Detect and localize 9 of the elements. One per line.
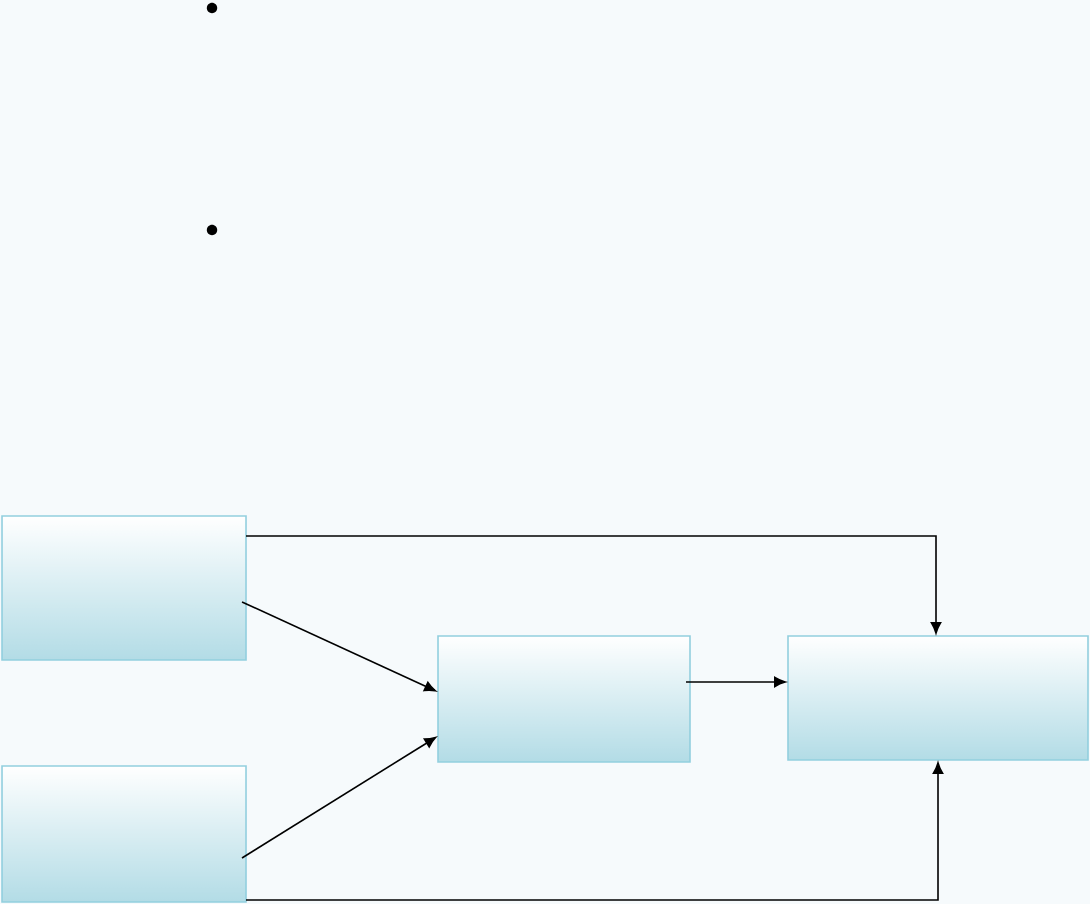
box xyxy=(1,765,247,903)
arrow xyxy=(245,762,944,901)
box xyxy=(1,515,247,661)
box xyxy=(437,635,691,763)
arrow xyxy=(241,736,437,859)
arrow xyxy=(241,601,437,692)
arrow xyxy=(685,676,786,688)
box xyxy=(787,635,1089,761)
arrow xyxy=(245,535,942,634)
